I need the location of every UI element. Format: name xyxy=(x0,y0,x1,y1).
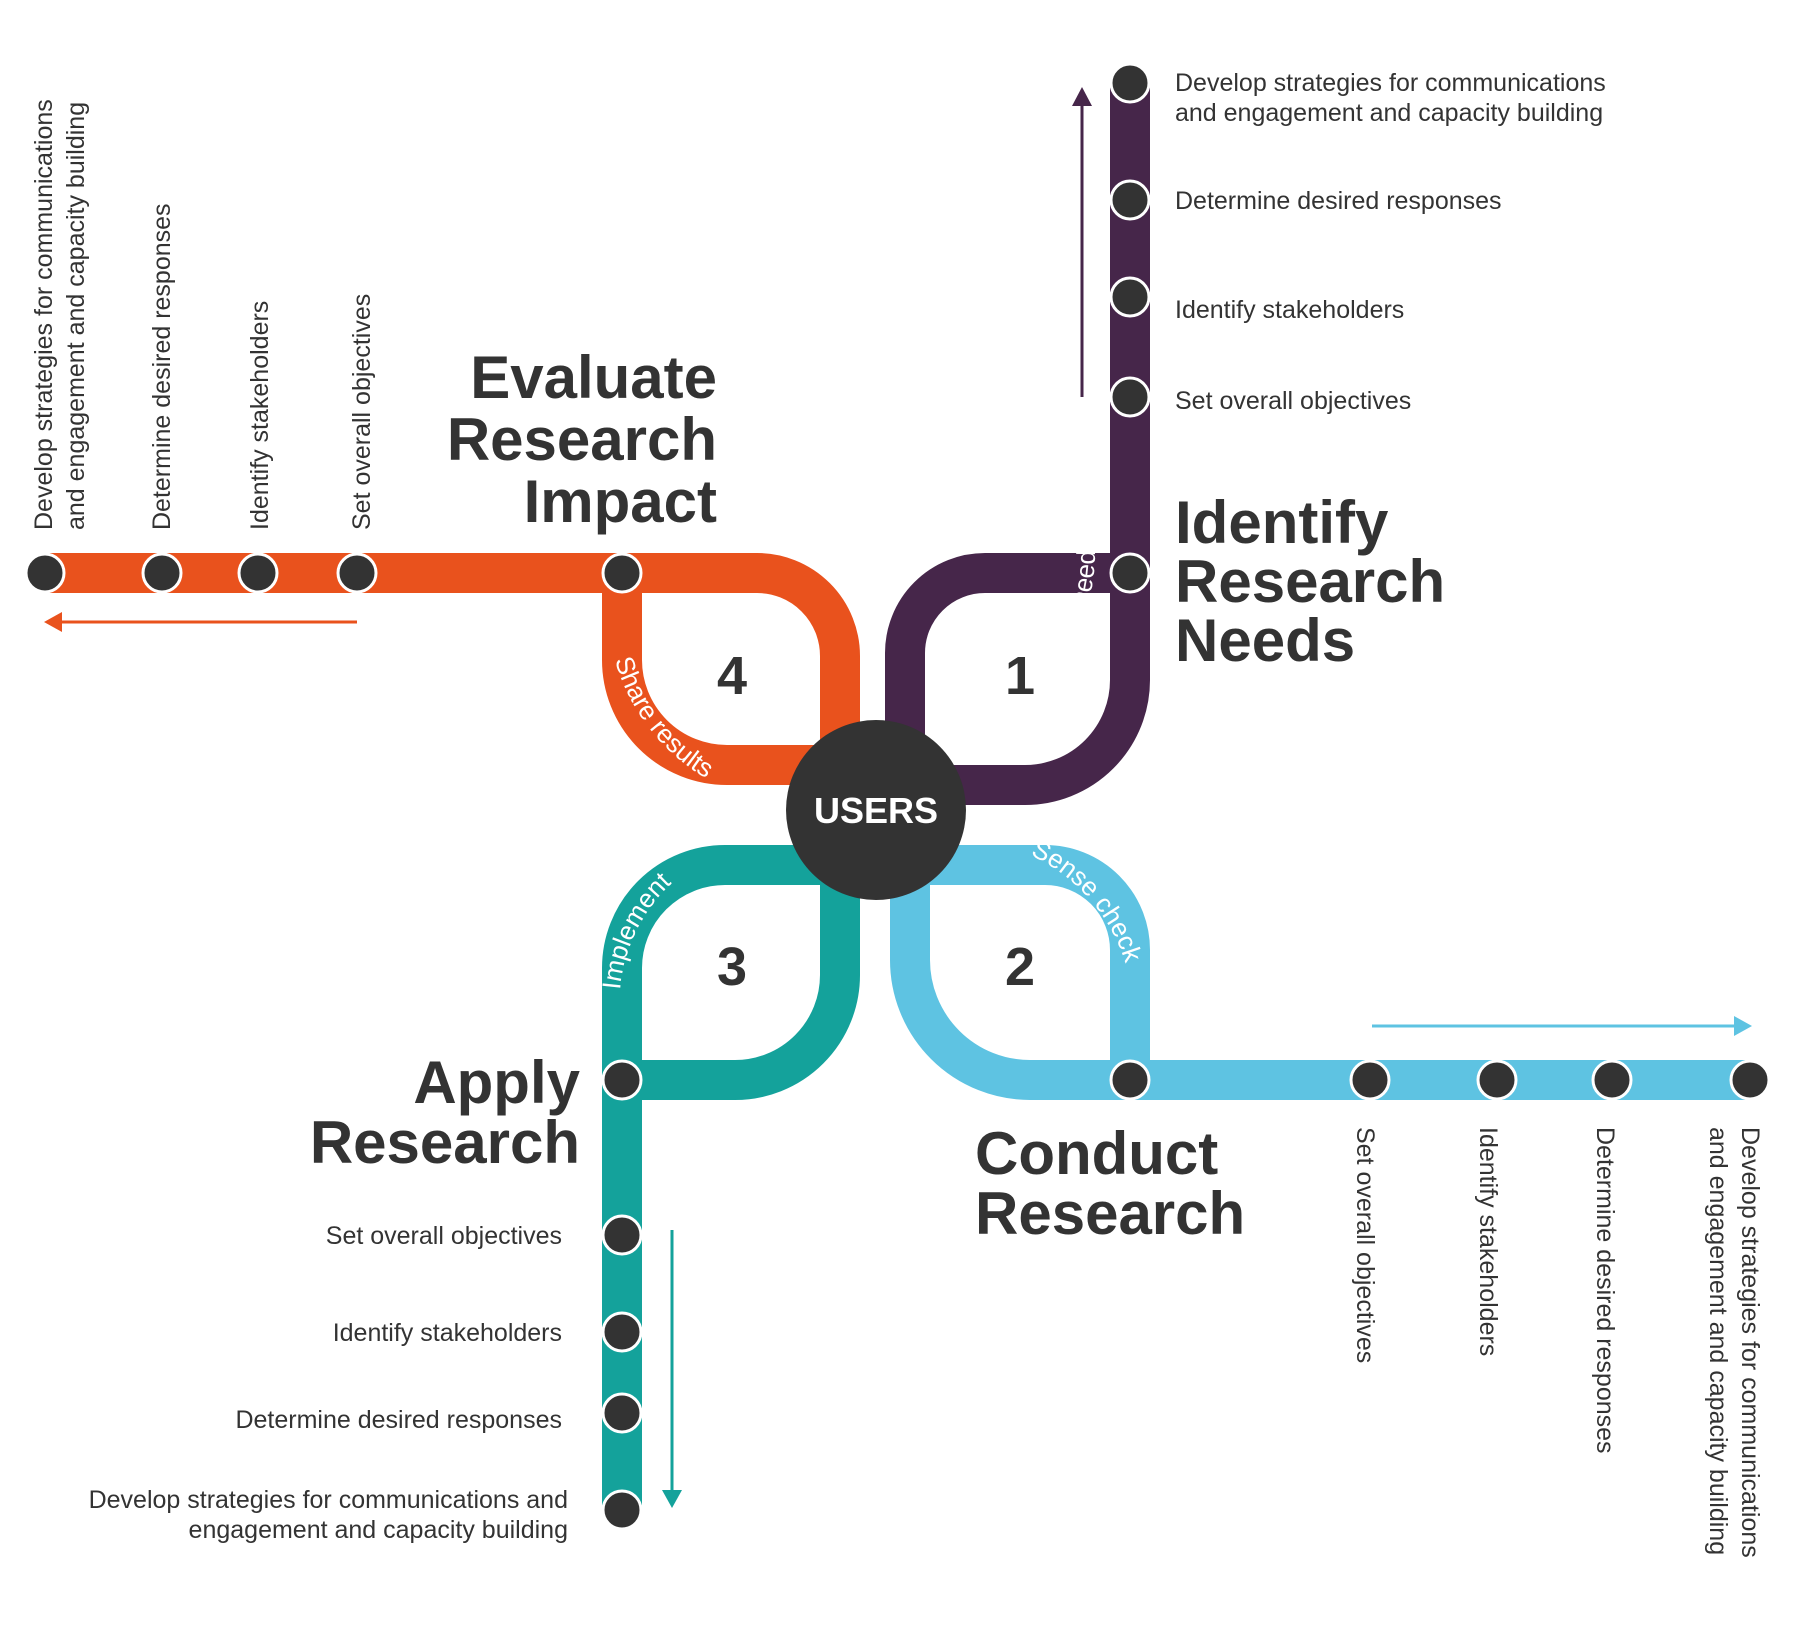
phase-2-track xyxy=(890,870,1750,1100)
phase-4-stop-1 xyxy=(24,552,66,594)
phase-3-title-line-1: Apply xyxy=(413,1049,580,1116)
users-hub-label: USERS xyxy=(814,790,938,831)
phase-3-stop-3-label: Determine desired responses xyxy=(235,1406,562,1434)
phase-3-stop-2 xyxy=(601,1311,643,1353)
phase-1-stop-1-label-b: and engagement and capacity building xyxy=(1175,99,1603,127)
phase-4-title-line-3: Impact xyxy=(524,468,717,535)
phase-3-stop-4-label-b: engagement and capacity building xyxy=(189,1516,568,1544)
phase-4-stop-3-label: Identify stakeholders xyxy=(246,301,274,530)
phase-1-title-line-1: Identify xyxy=(1175,489,1389,556)
phase-1-stop-3 xyxy=(1109,276,1151,318)
phase-1-stop-4-label: Set overall objectives xyxy=(1175,387,1411,415)
phase-1-branch-track xyxy=(885,553,1130,745)
phase-2-line: Set overall objectives Identify stakehol… xyxy=(890,833,1771,1558)
phase-1-stop-2-label: Determine desired responses xyxy=(1175,187,1502,215)
phase-3-title-line-2: Research xyxy=(310,1109,580,1176)
users-hub: USERS xyxy=(786,720,966,900)
phase-2-stop-4 xyxy=(1729,1059,1771,1101)
phase-4-stop-1-label-a: Develop strategies for communications xyxy=(30,99,58,530)
phase-4-title-line-2: Research xyxy=(447,406,717,473)
phase-1-stop-1-label-a: Develop strategies for communications xyxy=(1175,69,1606,97)
phase-4-arrowhead-icon xyxy=(44,612,62,632)
phase-2-number: 2 xyxy=(1005,937,1035,997)
phase-2-title-line-1: Conduct xyxy=(975,1120,1218,1187)
phase-3-branch-track xyxy=(622,860,860,1100)
phase-2-stop-4-label-a: Develop strategies for communications xyxy=(1736,1127,1764,1558)
phase-1-arrowhead-icon xyxy=(1072,87,1092,106)
phase-1-stop-2 xyxy=(1109,179,1151,221)
phase-2-junction-stop xyxy=(1109,1059,1151,1101)
phase-3-stop-3 xyxy=(601,1392,643,1434)
phase-3-junction-stop xyxy=(601,1059,643,1101)
phase-4-stop-1-label-b: and engagement and capacity building xyxy=(62,102,90,530)
phase-4-junction-stop xyxy=(601,552,643,594)
phase-3-track xyxy=(602,845,830,1510)
phase-4-number: 4 xyxy=(717,646,747,706)
phase-3-stop-4-label-a: Develop strategies for communications an… xyxy=(89,1486,568,1514)
phase-2-branch-track xyxy=(930,845,1150,1080)
phase-1-stop-1 xyxy=(1109,62,1151,104)
phase-1-line: Develop strategies for communications an… xyxy=(0,0,1606,805)
phase-1-number: 1 xyxy=(1005,646,1035,706)
phase-1-title-line-3: Needs xyxy=(1175,607,1355,674)
phase-1-title-line-2: Research xyxy=(1175,548,1445,615)
phase-1-junction-stop xyxy=(1109,552,1151,594)
phase-4-branch-track xyxy=(602,573,830,785)
phase-2-stop-1 xyxy=(1349,1059,1391,1101)
phase-3-line: Set overall objectives Identify stakehol… xyxy=(89,845,860,1544)
phase-4-stop-4 xyxy=(336,552,378,594)
phase-4-stop-4-label: Set overall objectives xyxy=(348,294,376,530)
phase-4-stop-3 xyxy=(237,552,279,594)
phase-2-stop-2 xyxy=(1476,1059,1518,1101)
phase-2-stop-2-label: Identify stakeholders xyxy=(1474,1127,1502,1356)
phase-1-stop-3-label: Identify stakeholders xyxy=(1175,296,1404,324)
phase-2-title-line-2: Research xyxy=(975,1180,1245,1247)
phase-4-track xyxy=(45,553,860,740)
phase-3-stop-2-label: Identify stakeholders xyxy=(333,1319,562,1347)
phase-2-stop-1-label: Set overall objectives xyxy=(1351,1127,1379,1363)
phase-3-stop-1 xyxy=(601,1214,643,1256)
phase-1-stop-4 xyxy=(1109,376,1151,418)
phase-4-line: Develop strategies for communications an… xyxy=(24,99,860,785)
users-hub-circle xyxy=(786,720,966,900)
phase-3-stop-1-label: Set overall objectives xyxy=(326,1222,562,1250)
phase-3-stop-4 xyxy=(601,1489,643,1531)
phase-2-arrowhead-icon xyxy=(1734,1016,1752,1036)
phase-4-title-line-1: Evaluate xyxy=(470,344,717,411)
phase-3-number: 3 xyxy=(717,937,747,997)
phase-2-stop-3 xyxy=(1591,1059,1633,1101)
phase-3-arrowhead-icon xyxy=(662,1490,682,1508)
phase-4-stop-2 xyxy=(141,552,183,594)
phase-2-stop-4-label-b: and engagement and capacity building xyxy=(1704,1127,1732,1555)
phase-2-stop-3-label: Determine desired responses xyxy=(1591,1127,1619,1454)
phase-4-stop-2-label: Determine desired responses xyxy=(148,203,176,530)
phase-1-track xyxy=(930,83,1150,805)
